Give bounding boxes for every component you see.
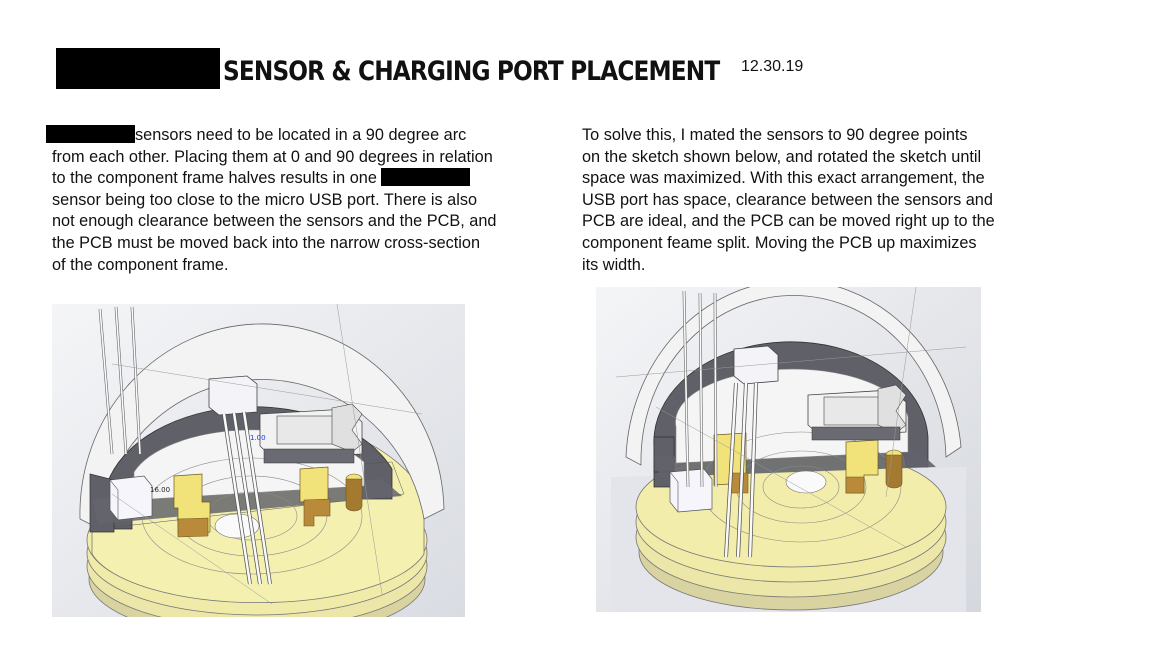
sensor-left-block — [669, 468, 713, 513]
sketch-circle-3 — [762, 465, 840, 509]
cad-render-initial-placement: 16.00 1.00 — [52, 304, 465, 617]
construction-line-3 — [111, 493, 273, 605]
loose-leg-3-highlight — [714, 292, 717, 488]
usb-plug-body — [345, 478, 363, 512]
usb-bracket — [877, 384, 907, 434]
sensor-leg-2-highlight — [736, 382, 748, 558]
loose-leg-1-highlight — [683, 290, 689, 488]
outer-white-rim — [79, 323, 445, 529]
sensor-left-edge — [109, 479, 119, 520]
outer-white-rim — [625, 287, 962, 466]
right-line-1: To solve this, I mated the sensors to 90… — [582, 126, 968, 144]
left-line-7: of the component frame. — [52, 255, 229, 274]
left-line-1-text: sensors need to be located in a 90 degre… — [135, 126, 467, 144]
left-line-6: the PCB must be moved back into the narr… — [52, 233, 481, 252]
dimension-label-b: 1.00 — [250, 434, 266, 442]
inline-redaction-block — [46, 125, 135, 143]
pcb-edge — [263, 448, 355, 464]
sensor-leg-3-highlight — [748, 382, 758, 558]
sensor-holder-right-shadow — [303, 498, 331, 527]
sensor-holder-right-shadow — [845, 476, 865, 494]
construction-line-2 — [885, 287, 917, 498]
cad-render-optimized-placement — [596, 287, 981, 612]
cad-render-right-svg — [596, 287, 981, 612]
construction-line-1 — [615, 346, 967, 378]
sensor-leg-2-highlight — [232, 412, 262, 585]
title-redaction-block — [56, 48, 220, 89]
left-line-5: not enough clearance between the sensors… — [52, 212, 497, 231]
left-text-block: sensors need to be located in a 90 degre… — [46, 125, 497, 276]
cad-render-left-svg: 16.00 1.00 — [52, 304, 465, 617]
slide-date: 12.30.19 — [741, 58, 804, 75]
sensor-leg-1-highlight — [724, 382, 738, 558]
left-line-3: to the component frame halves results in… — [52, 168, 496, 190]
construction-line-3 — [655, 406, 907, 548]
sensor-holder-right — [299, 466, 329, 503]
inline-redaction-block — [381, 168, 471, 187]
right-line-6: component feame split. Moving the PCB up… — [582, 233, 977, 252]
right-line-4: USB port has space, clearance between th… — [582, 190, 993, 209]
right-line-2: on the sketch shown below, and rotated t… — [582, 147, 982, 166]
construction-line-2 — [336, 304, 383, 595]
right-line-3: space was maximized. With this exact arr… — [582, 169, 985, 188]
loose-leg-1-highlight — [99, 308, 113, 455]
right-line-7: its width. — [582, 255, 646, 274]
pcb-edge — [811, 426, 901, 441]
sensor-left-edge — [669, 471, 679, 512]
loose-leg-3-highlight — [131, 306, 141, 455]
sensor-holder-left-shadow — [177, 517, 209, 538]
sensor-left-block — [109, 475, 153, 521]
left-line-3-text: to the component frame halves results in… — [52, 169, 377, 188]
center-hole — [785, 470, 827, 494]
construction-line-1 — [111, 363, 423, 415]
sensor-leg-3-highlight — [242, 411, 272, 585]
left-line-1: sensors need to be located in a 90 degre… — [46, 125, 496, 147]
usb-plug-body — [885, 454, 903, 489]
left-line-4: sensor being too close to the micro USB … — [52, 190, 478, 209]
slide-title: Sensor & Charging Port Placement — [223, 56, 720, 87]
loose-leg-2-highlight — [699, 292, 703, 488]
sensor-leg-1-highlight — [222, 413, 252, 585]
left-line-2: from each other. Placing them at 0 and 9… — [52, 147, 493, 166]
right-line-5: PCB are ideal, and the PCB can be moved … — [582, 212, 995, 231]
loose-leg-2-highlight — [115, 306, 127, 455]
center-hole — [214, 513, 260, 539]
right-text-block: To solve this, I mated the sensors to 90… — [582, 125, 995, 276]
dimension-label-a: 16.00 — [150, 486, 170, 494]
sensor-top-body — [208, 375, 258, 416]
